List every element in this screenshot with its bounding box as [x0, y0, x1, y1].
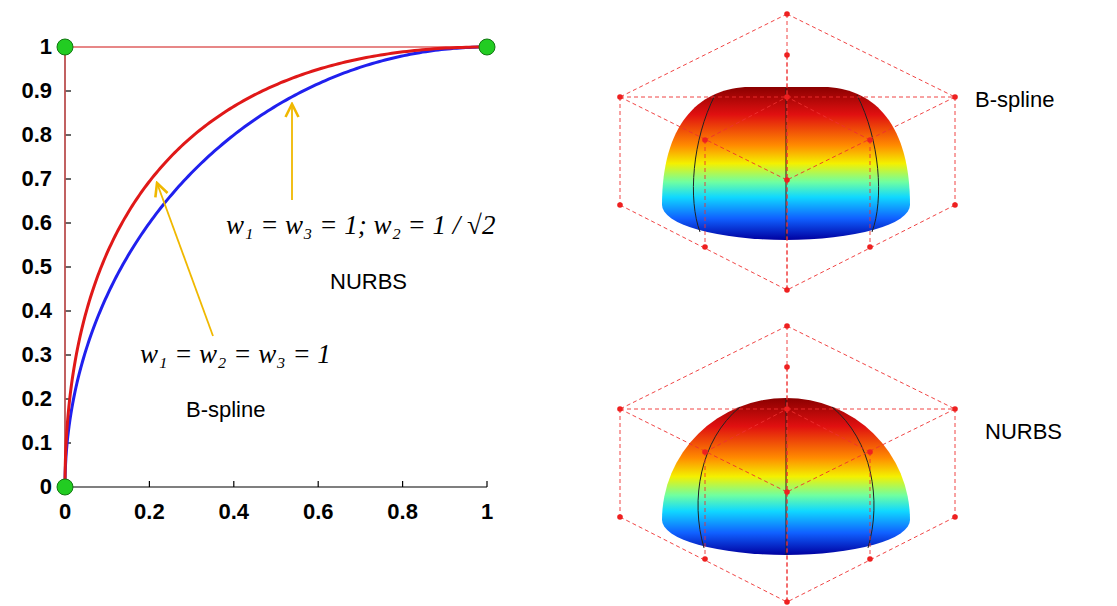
bspline-curve [65, 47, 487, 487]
axis-tick-label: 0.9 [21, 79, 52, 103]
tick-mark [65, 90, 71, 91]
axis-tick-label: 0 [40, 475, 52, 499]
tick-mark [402, 481, 403, 487]
curve-name: NURBS [330, 270, 407, 294]
axis-tick-label: 0.6 [303, 500, 334, 524]
axis-tick-label: 1 [40, 35, 52, 59]
bspline-dome [662, 87, 910, 240]
leader-arrow [291, 104, 293, 200]
axis-tick-label: 0.1 [21, 431, 52, 455]
control-points [57, 39, 495, 495]
control-net [617, 323, 958, 605]
axis-tick-label: 1 [481, 500, 493, 524]
tick-mark [65, 266, 71, 267]
curve-name: B-spline [186, 398, 265, 422]
leader-arrow [157, 183, 213, 336]
axis-tick-label: 0 [59, 500, 71, 524]
axis-tick-label: 0.2 [134, 500, 165, 524]
surface-name: NURBS [985, 420, 1062, 444]
tick-mark [65, 310, 71, 311]
surface-name: B-spline [975, 88, 1054, 112]
axis-tick-label: 0.4 [219, 500, 250, 524]
tick-mark [233, 481, 234, 487]
tick-mark [65, 354, 71, 355]
nurbs-dome [662, 398, 910, 555]
tick-mark [149, 481, 150, 487]
axis-tick-label: 0.2 [21, 387, 52, 411]
axis-tick-label: 0.7 [21, 167, 52, 191]
weight-formula: w₁ = w₂ = w₃ = 1 [140, 340, 331, 370]
nurbs-curve [65, 47, 487, 487]
axis-tick-label: 0.5 [21, 255, 52, 279]
axis-tick-label: 0.4 [21, 299, 52, 323]
tick-mark [486, 481, 487, 487]
tick-mark [65, 222, 71, 223]
axis-tick-label: 0.8 [387, 500, 418, 524]
axis-tick-label: 0.6 [21, 211, 52, 235]
axis-tick-label: 0.3 [21, 343, 52, 367]
tick-mark [318, 481, 319, 487]
tick-mark [65, 134, 71, 135]
axes [65, 47, 487, 487]
weight-formula: w₁ = w₃ = 1; w₂ = 1 / √2 [226, 211, 495, 241]
tick-mark [65, 178, 71, 179]
control-polygon [65, 47, 487, 487]
control-net [617, 11, 958, 293]
axis-tick-label: 0.8 [21, 123, 52, 147]
